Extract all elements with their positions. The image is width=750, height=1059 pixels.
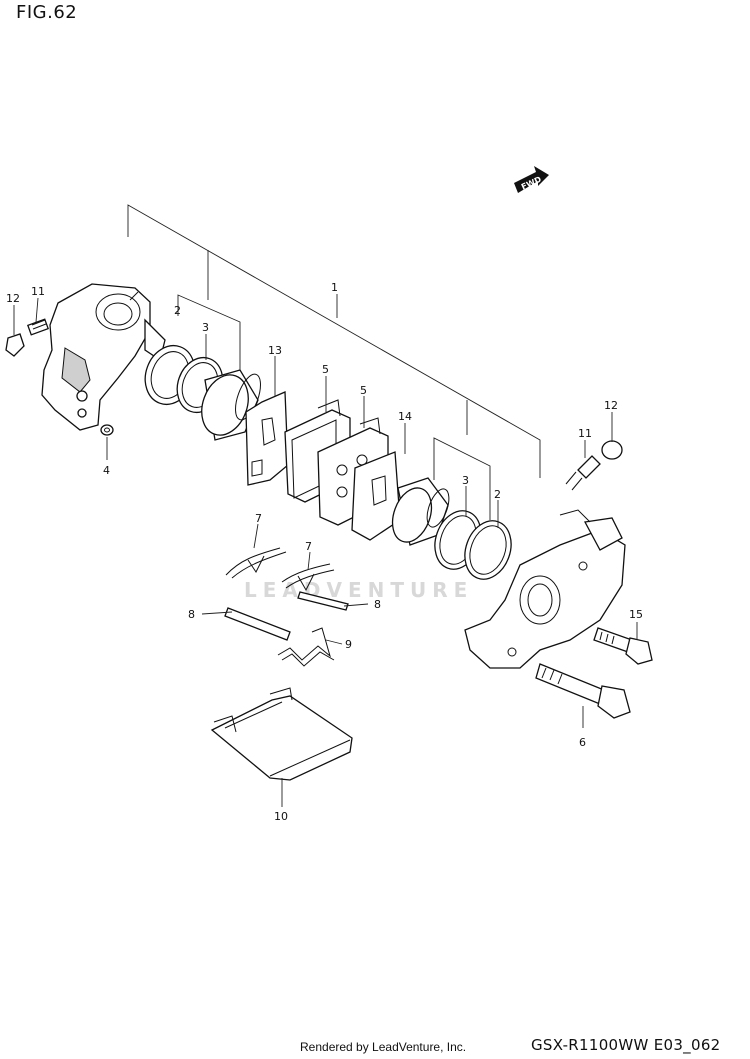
- right-caliper-body: [464, 509, 626, 669]
- callout-12-right: 12: [604, 399, 618, 412]
- callout-9: 9: [345, 638, 352, 651]
- callout-11-right: 11: [578, 427, 592, 440]
- bleeder-valve-right: [565, 455, 601, 491]
- pad-shim-14: [351, 451, 401, 541]
- pad-shim-13: [245, 391, 289, 486]
- callout-8-left: 8: [188, 608, 195, 621]
- figure-label: FIG.62: [16, 2, 78, 23]
- callout-12-left: 12: [6, 292, 20, 305]
- pad-spring-7-lower: [281, 563, 335, 592]
- left-caliper-body: [41, 283, 166, 431]
- pad-spring-7-upper: [225, 547, 287, 579]
- pad-pin-8-left: [224, 607, 291, 641]
- callout-7-upper: 7: [255, 512, 262, 525]
- leader-lines: [13, 294, 638, 807]
- callout-8-right: 8: [374, 598, 381, 611]
- bleeder-valve-left: [26, 318, 50, 336]
- callout-15: 15: [629, 608, 643, 621]
- callout-7-lower: 7: [305, 540, 312, 553]
- callout-2-right: 2: [494, 488, 501, 501]
- callout-5-left: 5: [322, 363, 329, 376]
- callout-14: 14: [398, 410, 412, 423]
- bleeder-cap-left: [5, 333, 25, 357]
- bleeder-cap-right: [601, 440, 623, 460]
- callout-10: 10: [274, 810, 288, 823]
- callout-5-right: 5: [360, 384, 367, 397]
- pad-pin-8-right: [297, 591, 349, 611]
- callout-6: 6: [579, 736, 586, 749]
- piston-right: [391, 477, 450, 546]
- callout-13: 13: [268, 344, 282, 357]
- caliper-cover-10: [210, 687, 353, 781]
- fwd-badge-text: FWD: [520, 175, 543, 192]
- assembly-bracket-1: [127, 204, 541, 478]
- callout-3-right: 3: [462, 474, 469, 487]
- callout-labels: 1 2 2 3 3 4 5 5 6 7 7 8 8 9 10 11 11 12 …: [6, 281, 643, 823]
- callout-3-left: 3: [202, 321, 209, 334]
- callout-1: 1: [331, 281, 338, 294]
- render-credit: Rendered by LeadVenture, Inc.: [300, 1040, 467, 1054]
- retaining-clip-9: [277, 627, 335, 667]
- callout-11-left: 11: [31, 285, 45, 298]
- model-code: GSX-R1100WW E03_062: [531, 1036, 721, 1054]
- watermark: LEADVENTURE: [244, 578, 474, 602]
- washer-4: [100, 424, 114, 436]
- mounting-bolt-6: [535, 663, 631, 719]
- mounting-bolt-15: [593, 627, 653, 665]
- fwd-arrow-icon: FWD: [514, 166, 549, 193]
- callout-4: 4: [103, 464, 110, 477]
- callout-2-left: 2: [174, 304, 181, 317]
